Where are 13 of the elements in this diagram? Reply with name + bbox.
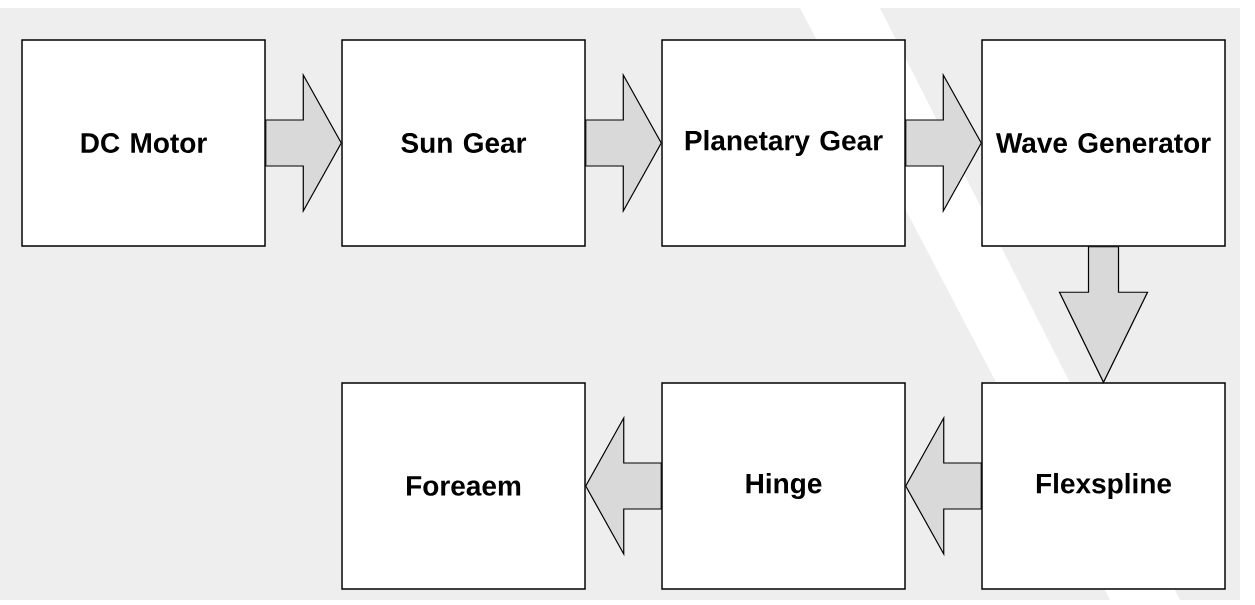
block-arrow (905, 72, 982, 214)
process-box: Sun Gear (341, 39, 586, 247)
process-box: Flexspline (981, 382, 1226, 590)
process-box: Foreaem (341, 382, 586, 590)
block-arrow (585, 415, 662, 557)
block-arrow (265, 72, 342, 214)
process-box: DC Motor (21, 39, 266, 247)
block-arrow (585, 72, 662, 214)
block-arrow (905, 415, 982, 557)
process-box: Wave Generator (981, 39, 1226, 247)
process-box: Planetary Gear (661, 39, 906, 247)
process-box: Hinge (661, 382, 906, 590)
block-arrow (1058, 246, 1149, 384)
